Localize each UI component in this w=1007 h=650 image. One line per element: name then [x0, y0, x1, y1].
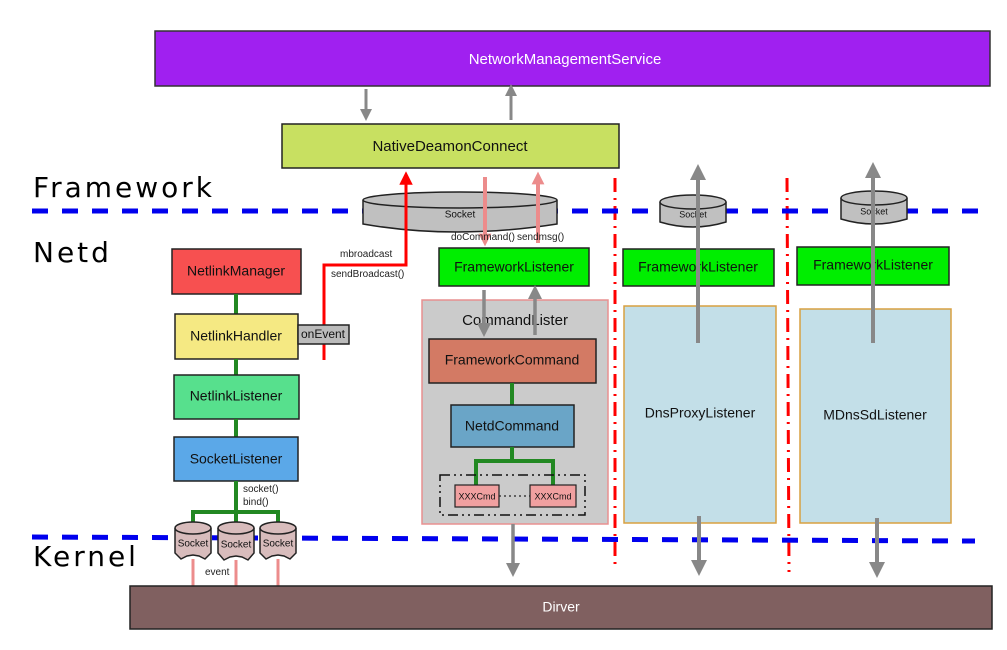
on-event-box [297, 324, 350, 345]
network-management-service-label: NetworkManagementService [469, 51, 662, 68]
xxx-cmd-box-2 [529, 484, 577, 508]
socketlistener-socket3-link [236, 510, 280, 525]
send-broadcast-label: sendBroadcast() [331, 269, 404, 280]
on-event-label: onEvent [301, 327, 346, 341]
event-label: event [205, 567, 230, 578]
kernel-socket-label-1: Socket [178, 539, 209, 550]
driver-label: Dirver [542, 599, 580, 615]
column-divider-2 [785, 177, 791, 573]
dns-socket-label: Socket [679, 209, 707, 219]
netlink-manager-box [171, 248, 302, 295]
command-socket-label: Socket [445, 210, 476, 221]
network-management-service-box [154, 30, 991, 87]
mbroadcast-label: mbroadcast [340, 249, 392, 260]
framework-command-label: FrameworkCommand [445, 352, 580, 368]
framework-command-box [428, 338, 597, 384]
netd-kernel-divider [31, 534, 976, 544]
netd-to-cmd1-link [474, 447, 514, 486]
netlink-manager-label: NetlinkManager [187, 263, 285, 279]
netd-command-box [450, 404, 575, 448]
command-socket: Socket [362, 191, 558, 233]
kernel-socket-1: Socket [174, 521, 212, 560]
socket-listener-label: SocketListener [190, 451, 283, 467]
broadcast-arrow [322, 171, 413, 360]
netlink-handler-label: NetlinkHandler [190, 328, 282, 344]
xxx-cmd-group [439, 474, 586, 516]
netd-to-cmd2-link [512, 459, 555, 486]
driver-box [129, 585, 993, 630]
kernel-socket-3: Socket [259, 521, 297, 560]
layer-label-netd: Netd [33, 236, 112, 269]
socketlistener-socket1-link [191, 481, 238, 525]
xxx-cmd-label-1: XXXCmd [458, 491, 495, 501]
kernel-socket-label-3: Socket [263, 539, 294, 550]
xxx-cmd-label-2: XXXCmd [534, 491, 571, 501]
dns-socket: Socket [659, 194, 727, 228]
netlink-listener-box [173, 374, 300, 420]
netlink-handler-box [174, 313, 299, 360]
layer-label-kernel: Kernel [33, 540, 139, 573]
native-daemon-connect-box [281, 123, 620, 169]
socket-listener-box [173, 436, 299, 482]
native-daemon-connect-label: NativeDeamonConnect [372, 138, 528, 155]
netlink-listener-label: NetlinkListener [190, 388, 283, 404]
kernel-socket-2: Socket [217, 521, 255, 561]
framework-listener-command [438, 247, 590, 287]
framework-listener-command-label: FrameworkListener [454, 259, 574, 275]
layer-label-framework: Framework [33, 171, 215, 204]
dns-proxy-listener-label: DnsProxyListener [645, 405, 756, 421]
command-lister-label: CommandLister [462, 312, 568, 329]
sendmsg-label: sendmsg() [517, 232, 564, 243]
bind-call-label: bind() [243, 497, 269, 508]
netd-command-label: NetdCommand [465, 418, 559, 434]
mdns-sd-listener-label: MDnsSdListener [823, 407, 927, 423]
mdns-sd-listener-box [799, 308, 952, 524]
kernel-socket-label-2: Socket [221, 540, 252, 551]
socket-call-label: socket() [243, 484, 279, 495]
do-command-label: doCommand() [451, 232, 515, 243]
